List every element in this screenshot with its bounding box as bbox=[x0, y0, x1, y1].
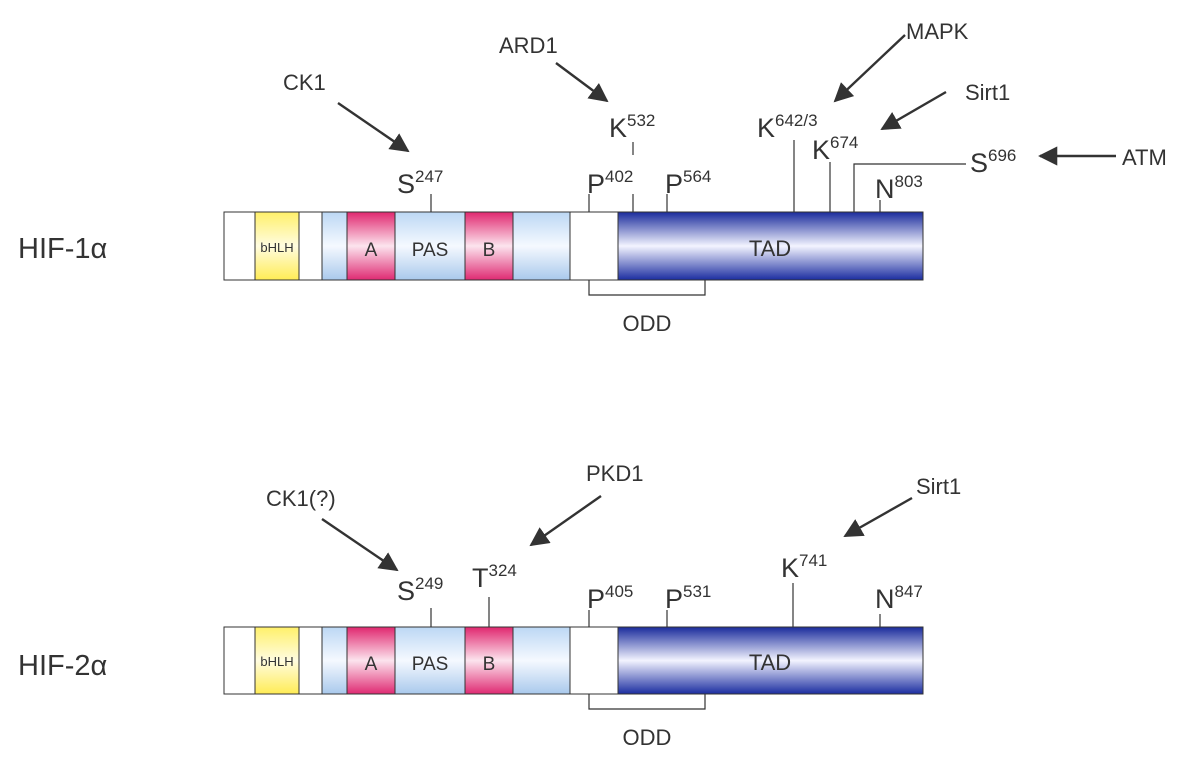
pas-domain bbox=[394, 211, 466, 281]
pas-label: PAS bbox=[412, 654, 449, 675]
site-label-t324: T324 bbox=[472, 561, 517, 593]
arrow-sirt1 bbox=[880, 90, 947, 131]
arrow-ard1 bbox=[555, 62, 609, 103]
site-label-n803: N803 bbox=[875, 172, 923, 204]
odd-box bbox=[569, 626, 619, 695]
hif2a-group: HIF-2α bHLH A PAS B TAD ODD bbox=[18, 461, 961, 750]
linker-box bbox=[298, 211, 323, 281]
b-label: B bbox=[483, 654, 496, 675]
pac-box bbox=[512, 626, 571, 695]
pas-flank-box bbox=[321, 626, 348, 695]
a-label: A bbox=[365, 240, 378, 261]
pas-b-domain bbox=[464, 626, 514, 695]
domain-bar: bHLH A PAS B TAD bbox=[223, 626, 924, 695]
odd-label: ODD bbox=[623, 311, 672, 336]
site-label-p402: P402 bbox=[587, 167, 633, 199]
arrow-ck1 bbox=[337, 102, 410, 153]
pas-domain bbox=[394, 626, 466, 695]
nterm-box bbox=[223, 626, 256, 695]
site-label-n847: N847 bbox=[875, 582, 923, 614]
domain-bar: bHLH A PAS B TAD bbox=[223, 211, 924, 281]
pas-a-domain bbox=[346, 211, 396, 281]
tad-label: TAD bbox=[749, 236, 791, 261]
odd-box bbox=[569, 211, 619, 281]
bhlh-domain bbox=[254, 626, 300, 695]
pas-label: PAS bbox=[412, 240, 449, 261]
tad-domain bbox=[617, 211, 924, 281]
arrow-mapk bbox=[833, 34, 906, 103]
site-tick-s696 bbox=[853, 163, 966, 212]
site-label-k642: K642/3 bbox=[757, 111, 818, 143]
site-label-k741: K741 bbox=[781, 551, 827, 583]
a-label: A bbox=[365, 654, 378, 675]
site-label-s696: S696 bbox=[970, 146, 1016, 178]
site-label-p564: P564 bbox=[665, 167, 711, 199]
tad-domain bbox=[617, 626, 924, 695]
pas-a-domain bbox=[346, 626, 396, 695]
odd-label: ODD bbox=[623, 725, 672, 750]
site-label-k532: K532 bbox=[609, 111, 655, 143]
site-label-s247: S247 bbox=[397, 167, 443, 199]
bhlh-domain bbox=[254, 211, 300, 281]
odd-bracket bbox=[588, 280, 706, 296]
pac-box bbox=[512, 211, 571, 281]
tad-label: TAD bbox=[749, 650, 791, 675]
arrow-pkd1 bbox=[529, 495, 602, 547]
enzyme-label-sirt1: Sirt1 bbox=[916, 474, 961, 499]
site-label-p405: P405 bbox=[587, 582, 633, 614]
bhlh-label: bHLH bbox=[260, 240, 293, 255]
arrow-sirt1-2 bbox=[843, 496, 913, 538]
b-label: B bbox=[483, 240, 496, 261]
enzyme-label-mapk: MAPK bbox=[906, 19, 969, 44]
site-label-p531: P531 bbox=[665, 582, 711, 614]
protein-name: HIF-2α bbox=[18, 650, 107, 682]
site-label-s249: S249 bbox=[397, 574, 443, 606]
nterm-box bbox=[223, 211, 256, 281]
protein-name: HIF-1α bbox=[18, 233, 107, 265]
linker-box bbox=[298, 626, 323, 695]
enzyme-label-ck1: CK1 bbox=[283, 70, 326, 95]
bhlh-label: bHLH bbox=[260, 654, 293, 669]
odd-bracket bbox=[588, 694, 706, 710]
enzyme-label-ck1q: CK1(?) bbox=[266, 486, 336, 511]
site-label-k674: K674 bbox=[812, 133, 858, 165]
arrow-ck1q bbox=[321, 518, 399, 572]
pas-flank-box bbox=[321, 211, 348, 281]
enzyme-label-ard1: ARD1 bbox=[499, 33, 558, 58]
enzyme-label-pkd1: PKD1 bbox=[586, 461, 643, 486]
enzyme-label-sirt1: Sirt1 bbox=[965, 80, 1010, 105]
enzyme-label-atm: ATM bbox=[1122, 145, 1167, 170]
hif1a-group: HIF-1α bHLH A PAS B TAD ODD bbox=[18, 19, 1167, 336]
